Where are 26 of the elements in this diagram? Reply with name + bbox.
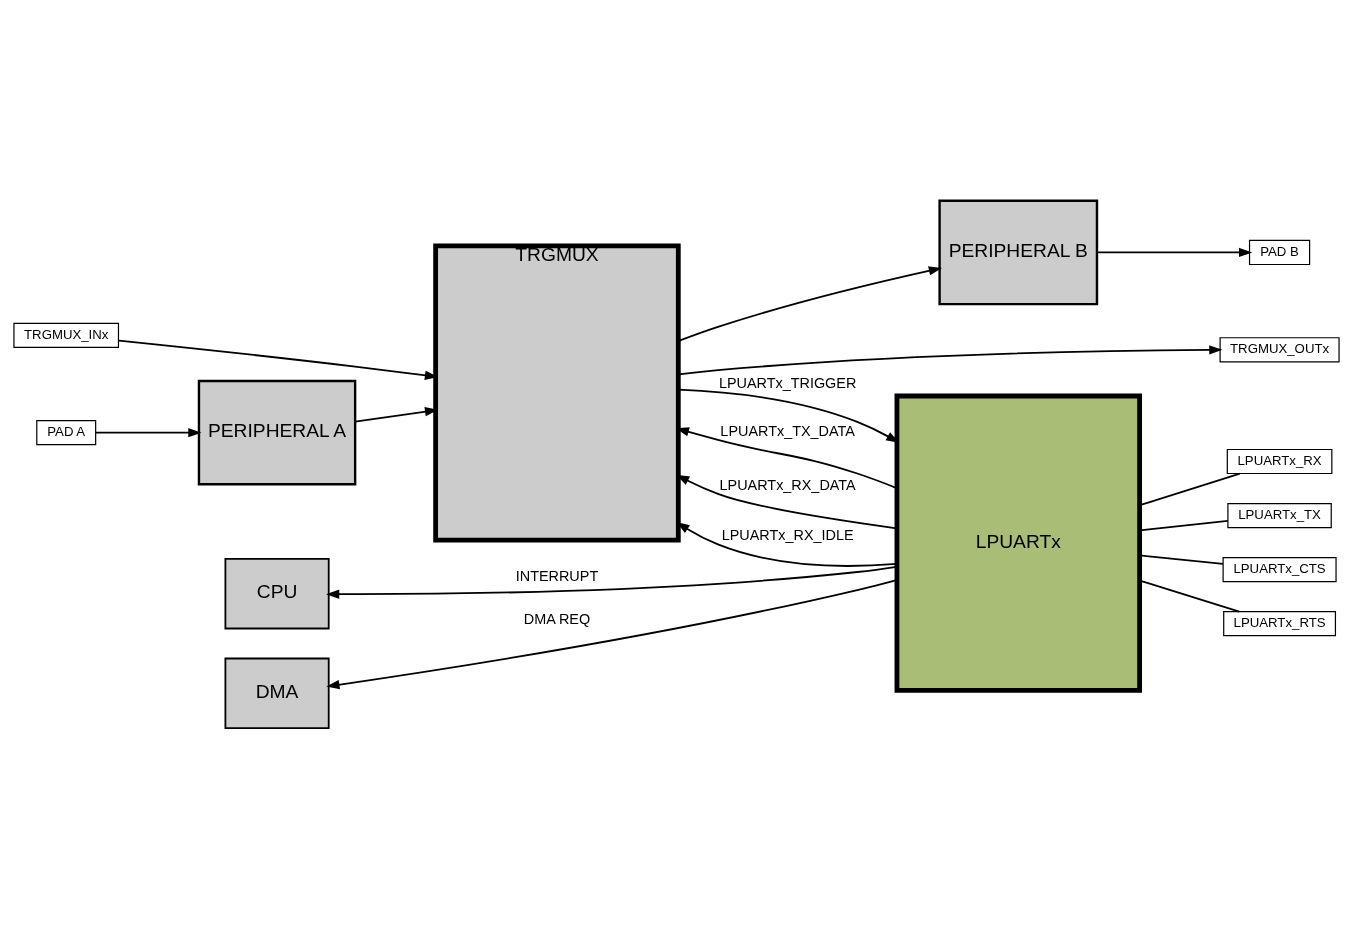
arrow: [677, 266, 942, 342]
node-box: PERIPHERAL A: [197, 379, 357, 486]
node-box: LPUARTx_CTS: [1222, 557, 1337, 583]
node-box: PAD B: [1248, 239, 1311, 266]
edge-label: DMA REQ: [523, 611, 591, 628]
arrow: [677, 345, 1223, 376]
arrow: [95, 428, 202, 438]
node-box: DMA: [224, 657, 330, 730]
node-box: PAD A: [36, 420, 97, 446]
node-box: TRGMUX: [433, 243, 681, 543]
node-box: LPUARTx_RX: [1226, 448, 1333, 475]
edge-label: LPUARTx_RX_DATA: [719, 476, 856, 493]
edge-label: LPUARTx_RX_IDLE: [721, 527, 854, 544]
arrow: [326, 565, 898, 599]
arrow: [326, 579, 898, 690]
node-box: TRGMUX_INx: [13, 322, 120, 348]
edge-label: LPUARTx_TX_DATA: [720, 422, 855, 439]
node-box: LPUARTx: [894, 393, 1143, 693]
node-box: PERIPHERAL B: [938, 199, 1099, 306]
arrow: [1096, 247, 1253, 258]
node-box: LPUARTx_TX: [1227, 502, 1332, 529]
node-box: LPUARTx_RTS: [1223, 611, 1337, 637]
edge-label: INTERRUPT: [515, 568, 599, 585]
node-box: CPU: [224, 557, 330, 630]
node-box: TRGMUX_OUTx: [1219, 337, 1340, 363]
edge-label: LPUARTx_TRIGGER: [718, 374, 857, 391]
